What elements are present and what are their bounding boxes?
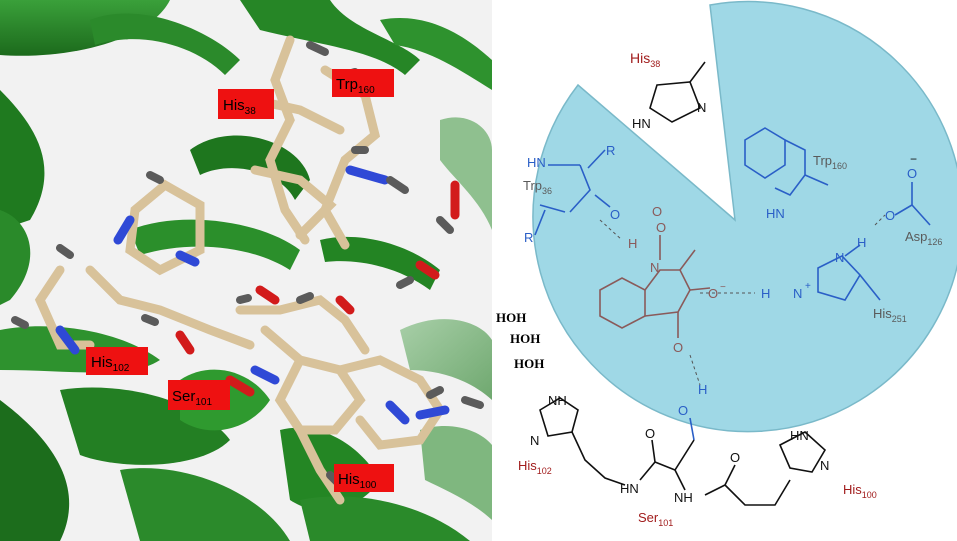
ligand-o3-atom: O bbox=[673, 340, 683, 355]
trp160-structure bbox=[744, 127, 829, 196]
his100-hn-atom: HN bbox=[790, 428, 809, 443]
label-his102: His102 bbox=[86, 347, 148, 375]
trp36-label: Trp36 bbox=[523, 178, 552, 196]
ligand-structure bbox=[599, 235, 711, 338]
ligand-o-atom: O bbox=[656, 220, 666, 235]
protein-structure-render: His38 Trp160 His102 Ser101 bbox=[0, 0, 492, 541]
his251-label: His251 bbox=[873, 306, 907, 324]
his102-hn-atom: NH bbox=[548, 393, 567, 408]
residue-labels: His38 Trp160 His102 Ser101 bbox=[86, 69, 394, 492]
ligand-o2-atom: O bbox=[652, 204, 662, 219]
trp36-hn-atom: HN bbox=[527, 155, 546, 170]
trp36-o-atom: O bbox=[610, 207, 620, 222]
label-ser101: Ser101 bbox=[168, 380, 230, 410]
svg-text:HOH: HOH bbox=[514, 356, 544, 371]
trp160-label: Trp160 bbox=[813, 153, 847, 171]
trp36-r2-atom: R bbox=[524, 230, 533, 245]
protein-ribbons bbox=[0, 0, 492, 541]
asp126-structure bbox=[894, 182, 931, 226]
his38-n-atom: N bbox=[697, 100, 706, 115]
svg-text:HOH: HOH bbox=[496, 310, 526, 325]
label-his100: His100 bbox=[334, 464, 394, 492]
svg-text:Ser101: Ser101 bbox=[172, 388, 212, 408]
ser101-o-atom: O bbox=[678, 403, 688, 418]
ligand-h-atom: H bbox=[628, 236, 637, 251]
svg-text:His100: His100 bbox=[338, 471, 377, 491]
backbone-nh-atom: NH bbox=[674, 490, 693, 505]
backbone-o-atom: O bbox=[645, 426, 655, 441]
his100-n-atom: N bbox=[820, 458, 829, 473]
ligand-n-atom: N bbox=[650, 260, 659, 275]
trp36-structure bbox=[534, 149, 611, 236]
his251-h2-atom: H bbox=[761, 286, 770, 301]
structure-render-panel: His38 Trp160 His102 Ser101 bbox=[0, 0, 492, 541]
label-trp160: Trp160 bbox=[332, 69, 394, 97]
ser101-h-atom: H bbox=[698, 382, 707, 397]
svg-text:Trp160: Trp160 bbox=[336, 76, 375, 96]
ser101-hydroxyl bbox=[689, 417, 695, 441]
hbond-asp126 bbox=[874, 214, 886, 226]
backbone-structure bbox=[539, 397, 827, 506]
his38-hn-atom: HN bbox=[632, 116, 651, 131]
svg-text:HOH: HOH bbox=[510, 331, 540, 346]
trp36-r-atom: R bbox=[606, 143, 615, 158]
his100-label: His100 bbox=[843, 482, 877, 500]
asp126-label: Asp126 bbox=[905, 229, 942, 247]
svg-text:His38: His38 bbox=[223, 97, 256, 117]
his102-label: His102 bbox=[518, 458, 552, 476]
hbond-trp36 bbox=[599, 219, 623, 241]
his102-n-atom: N bbox=[530, 433, 539, 448]
asp126-o2-atom: O bbox=[885, 208, 895, 223]
binding-pocket-schematic: HOH HOH HOH His38 N HN HN R O R Trp36 bbox=[496, 0, 957, 528]
ligand-charge: − bbox=[720, 282, 726, 293]
hbond-ser101 bbox=[689, 354, 701, 386]
schematic-panel: HOH HOH HOH His38 N HN HN R O R Trp36 bbox=[492, 0, 957, 541]
his251-n-atom: N bbox=[835, 250, 844, 265]
trp160-hn-atom: HN bbox=[766, 206, 785, 221]
backbone-hn-atom: HN bbox=[620, 481, 639, 496]
his251-h-atom: H bbox=[857, 235, 866, 250]
his251-structure bbox=[817, 244, 881, 301]
ser101-label: Ser101 bbox=[638, 510, 673, 528]
his251-nplus-atom: N bbox=[793, 286, 802, 301]
his38-structure bbox=[649, 61, 706, 123]
backbone-o2-atom: O bbox=[730, 450, 740, 465]
svg-text:His102: His102 bbox=[91, 354, 130, 374]
water-labels: HOH HOH HOH bbox=[496, 310, 544, 371]
his251-charge: + bbox=[805, 281, 811, 292]
asp126-charge: − bbox=[910, 152, 917, 166]
label-his38: His38 bbox=[218, 89, 274, 119]
binding-pocket-shape bbox=[532, 0, 957, 433]
asp126-o-atom: O bbox=[907, 166, 917, 181]
his38-label: His38 bbox=[630, 50, 660, 69]
ligand-ominus-atom: O bbox=[708, 286, 718, 301]
